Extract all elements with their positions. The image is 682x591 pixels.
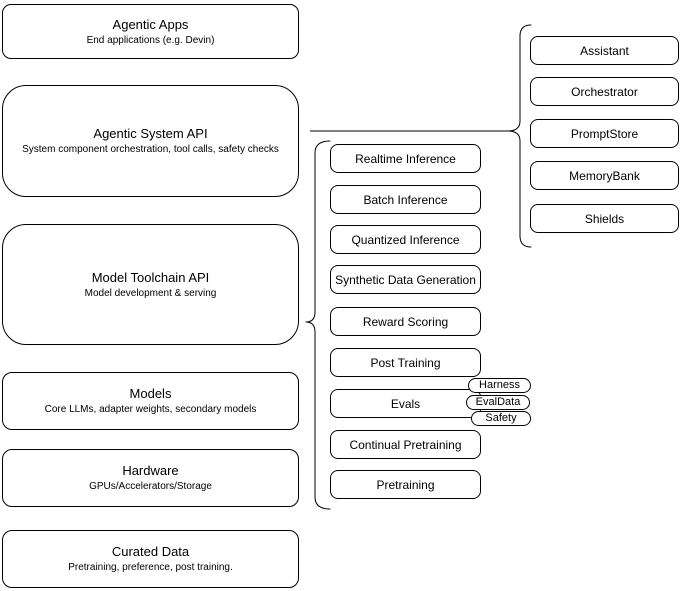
node-subtitle: GPUs/Accelerators/Storage xyxy=(89,481,212,492)
node-label: Continual Pretraining xyxy=(349,437,462,452)
tag-label: Safety xyxy=(485,412,517,424)
node-shields: Shields xyxy=(530,204,679,233)
node-model-toolchain-api: Model Toolchain API Model development & … xyxy=(2,224,299,345)
node-label: PromptStore xyxy=(570,126,639,141)
node-label: Shields xyxy=(584,211,625,226)
node-evals: Evals xyxy=(330,389,481,418)
node-subtitle: Model development & serving xyxy=(84,287,217,299)
node-title: Model Toolchain API xyxy=(91,269,210,285)
node-label: Realtime Inference xyxy=(355,151,456,166)
node-title: Models xyxy=(129,386,172,401)
tag-harness: Harness xyxy=(468,378,531,393)
node-hardware: Hardware GPUs/Accelerators/Storage xyxy=(2,449,299,507)
node-agentic-apps: Agentic Apps End applications (e.g. Devi… xyxy=(2,4,299,59)
node-label: Reward Scoring xyxy=(362,314,449,329)
tag-label: Harness xyxy=(479,379,520,391)
node-title: Agentic System API xyxy=(93,126,208,141)
node-orchestrator: Orchestrator xyxy=(530,77,679,106)
tag-evaldata: EvalData xyxy=(466,395,530,410)
node-title: Curated Data xyxy=(111,544,190,559)
node-continual-pretraining: Continual Pretraining xyxy=(330,430,481,459)
node-realtime-inference: Realtime Inference xyxy=(330,144,481,173)
node-label: Orchestrator xyxy=(571,84,638,99)
node-reward-scoring: Reward Scoring xyxy=(330,307,481,336)
node-label: Batch Inference xyxy=(363,192,448,207)
node-title: Hardware xyxy=(122,463,179,478)
node-batch-inference: Batch Inference xyxy=(330,185,481,214)
node-label: MemoryBank xyxy=(569,168,640,183)
node-memorybank: MemoryBank xyxy=(530,161,679,190)
node-label: Evals xyxy=(390,396,421,411)
node-subtitle: Pretraining, preference, post training. xyxy=(68,562,233,573)
node-label: Post Training xyxy=(370,355,441,370)
node-assistant: Assistant xyxy=(530,36,679,65)
node-agentic-system-api: Agentic System API System component orch… xyxy=(2,85,299,197)
node-curated-data: Curated Data Pretraining, preference, po… xyxy=(2,530,299,588)
middle-curly-brace xyxy=(305,140,331,510)
node-label: Synthetic Data Generation xyxy=(335,272,476,287)
node-quantized-inference: Quantized Inference xyxy=(330,225,481,254)
node-models: Models Core LLMs, adapter weights, secon… xyxy=(2,372,299,430)
node-synthetic-data-generation: Synthetic Data Generation xyxy=(330,265,481,294)
right-curly-brace xyxy=(507,24,532,248)
node-title: Agentic Apps xyxy=(112,16,189,32)
node-label: Assistant xyxy=(580,43,629,58)
node-label: Pretraining xyxy=(376,477,435,492)
node-pretraining: Pretraining xyxy=(330,470,481,499)
node-subtitle: Core LLMs, adapter weights, secondary mo… xyxy=(44,404,257,415)
node-subtitle: End applications (e.g. Devin) xyxy=(86,34,215,46)
node-promptstore: PromptStore xyxy=(530,119,679,148)
node-post-training: Post Training xyxy=(330,348,481,377)
node-label: Quantized Inference xyxy=(351,232,460,247)
node-subtitle: System component orchestration, tool cal… xyxy=(22,144,279,155)
tag-safety: Safety xyxy=(471,411,531,426)
tag-label: EvalData xyxy=(475,396,521,408)
